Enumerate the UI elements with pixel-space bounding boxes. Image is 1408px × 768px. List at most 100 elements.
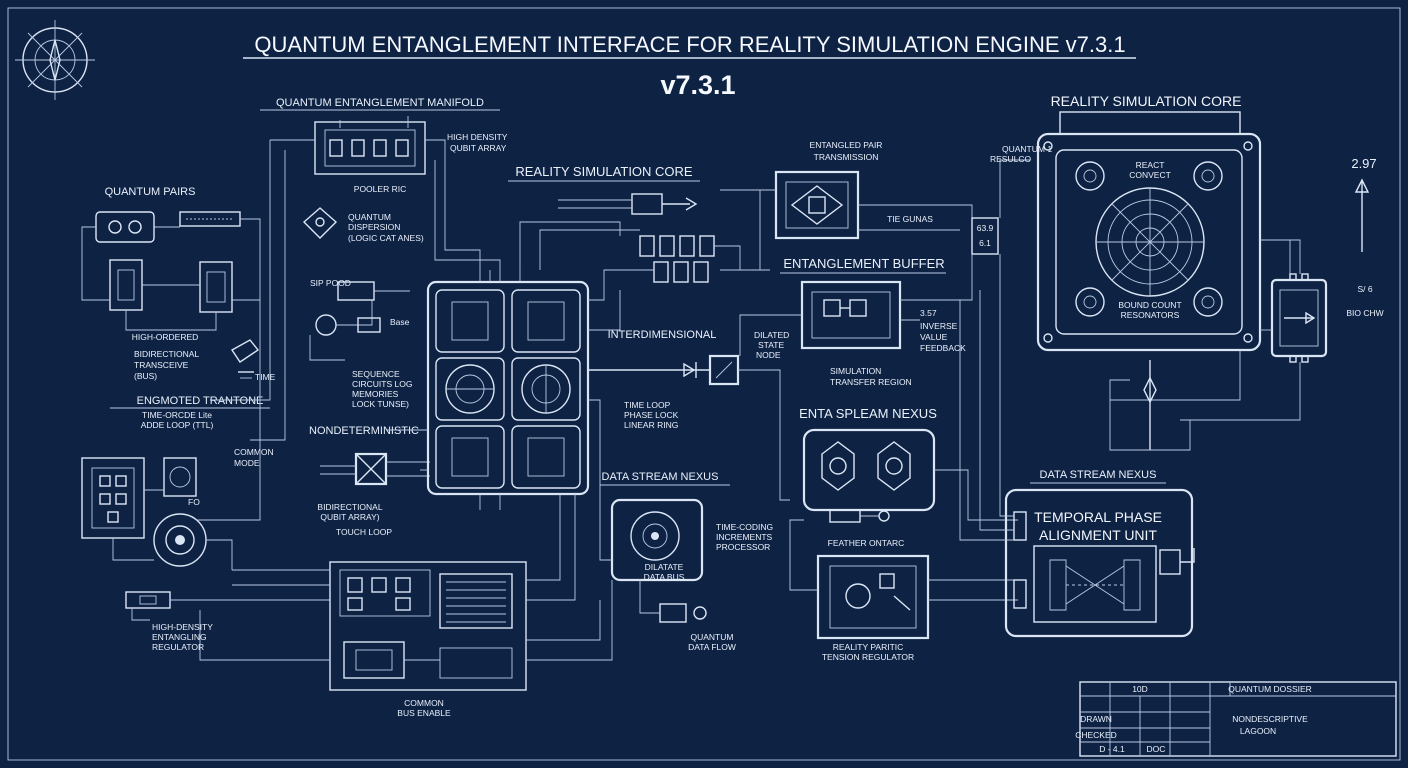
high-density-label-2: QUBIT ARRAY <box>450 143 507 153</box>
version-label: v7.3.1 <box>660 70 735 100</box>
compass-logo-icon <box>15 20 95 100</box>
entangled-pair-label-1: ENTANGLED PAIR <box>810 140 883 150</box>
temporal-label-2: ALIGNMENT UNIT <box>1039 527 1157 543</box>
data-stream-mid-block <box>588 399 707 623</box>
dilation-bus-label-1: DILATATE <box>645 562 684 572</box>
tb-cell-small: DOC <box>1147 744 1166 754</box>
data-stream-right-label: DATA STREAM NEXUS <box>1040 469 1157 481</box>
drawing-border <box>7 7 1401 761</box>
manifold-block <box>314 116 426 175</box>
core-inner-top-2: CONVECT <box>1129 170 1171 180</box>
eq-value-1: 63.9 <box>977 223 994 233</box>
time-loop-phase-label-3: LINEAR RING <box>624 420 678 430</box>
wire-bundle <box>196 139 790 661</box>
data-stream-mid-label: DATA STREAM NEXUS <box>602 471 719 483</box>
fo-tag-label: FO <box>188 497 200 507</box>
time-coding-label-1: TIME-CODING <box>716 522 773 532</box>
sequence-label-1: SEQUENCE <box>352 369 400 379</box>
nondeterministic-label: NONDETERMINISTIC <box>309 425 419 437</box>
common-bus-label-2: BUS ENABLE <box>397 708 451 718</box>
dilation-bus-label-2: DATA BUS <box>644 572 685 582</box>
bidirectional-bus-label-2: QUBIT ARRAY) <box>320 512 379 522</box>
tb-right-1: NONDESCRIPTIVE <box>1232 714 1308 724</box>
ground-icon <box>230 339 260 379</box>
dispersion-icon <box>302 207 338 239</box>
dilated-label-3: NODE <box>756 350 781 360</box>
ent-buffer-block <box>739 254 973 356</box>
base-tag-label: Base <box>390 317 410 327</box>
feedback-label-2: INVERSE <box>920 321 958 331</box>
bidirectional-label-3: (BUS) <box>134 371 157 381</box>
time-loop-label-2: ADDE LOOP (TTL) <box>141 420 214 430</box>
manifold-label: QUANTUM ENTANGLEMENT MANIFOLD <box>276 97 484 109</box>
time-coding-label-3: PROCESSOR <box>716 542 770 552</box>
nexus-label: ENTA SPLEAM NEXUS <box>799 406 937 421</box>
tie-gunas-label: TIE GUNAS <box>887 214 933 224</box>
regulator-label-2: ENTANGLING <box>152 632 207 642</box>
high-density-label-1: HIGH DENSITY <box>447 132 508 142</box>
entangled-pair-block <box>720 170 973 240</box>
nondeterministic-block <box>320 452 430 486</box>
time-loop-phase-label-1: TIME LOOP <box>624 400 671 410</box>
sequence-label-4: LOCK TUNSE) <box>352 399 409 409</box>
dilated-label-2: STATE <box>758 340 784 350</box>
feather-block <box>789 519 1018 640</box>
entangled-pair-label-2: TRANSMISSION <box>814 152 879 162</box>
core-mid-connectors <box>519 193 770 283</box>
regulator-block <box>125 591 330 621</box>
feedback-label-4: FEEDBACK <box>920 343 966 353</box>
feather-label: FEATHER ONTARC <box>828 538 905 548</box>
tb-top-left: 10D <box>1132 684 1148 694</box>
title-block <box>1079 681 1397 757</box>
arrow-up-icon <box>1354 178 1370 252</box>
feedback-label-1: 3.57 <box>920 308 937 318</box>
high-ordered-label: HIGH-ORDERED <box>132 332 199 342</box>
quantum-pairs-label: QUANTUM PAIRS <box>105 186 196 198</box>
common-mode-label-2: MODE <box>234 458 260 468</box>
common-bus-label-1: COMMON <box>404 698 444 708</box>
dilated-label-1: DILATED <box>754 330 789 340</box>
core-inner-bottom-1: BOUND COUNT <box>1118 300 1181 310</box>
reality-parity-label-2: TENSION REGULATOR <box>822 652 914 662</box>
regulator-label-3: REGULATOR <box>152 642 204 652</box>
sequence-label-3: MEMORIES <box>352 389 399 399</box>
bidirectional-label-1: BIDIRECTIONAL <box>134 349 199 359</box>
bidirectional-bus-label-1: BIDIRECTIONAL <box>317 502 382 512</box>
quantum-flow-label-1: QUANTUM <box>691 632 734 642</box>
touch-loop-label: TOUCH LOOP <box>336 527 392 537</box>
time-loop-label-1: TIME-ORCDE Lite <box>142 410 212 420</box>
value-side-1: S/ 6 <box>1357 284 1372 294</box>
central-processor-grid <box>426 262 590 510</box>
time-coding-label-2: INCREMENTS <box>716 532 773 542</box>
regulator-label-1: HIGH-DENSITY <box>152 622 213 632</box>
pool-tag-label: SIP POOD <box>310 278 351 288</box>
tb-row-3: D - 4.1 <box>1099 744 1125 754</box>
tb-row-2: CHECKED <box>1075 730 1117 740</box>
time-tag-label: TIME <box>255 372 276 382</box>
quantum-flow-label-2: DATA FLOW <box>688 642 736 652</box>
dispersion-label-1: QUANTUM <box>348 212 391 222</box>
value-top-label: 2.97 <box>1351 156 1376 171</box>
tb-row-1: DRAWN <box>1080 714 1112 724</box>
phase-locking-label: ENGMOTED TRANTONE <box>137 395 264 407</box>
sequence-block <box>309 281 410 361</box>
core-right-label: REALITY SIMULATION CORE <box>1051 93 1242 109</box>
eq-value-2: 6.1 <box>979 238 991 248</box>
core-inner-top-1: REACT <box>1136 160 1165 170</box>
value-side-2: BIO CHW <box>1346 308 1383 318</box>
dispersion-label-3: (LOGIC CAT ANES) <box>348 233 424 243</box>
interdimensional-label: INTERDIMENSIONAL <box>608 329 717 341</box>
bus-block <box>329 561 527 691</box>
ent-buffer-label: ENTANGLEMENT BUFFER <box>783 256 944 271</box>
temporal-block <box>959 239 1301 638</box>
core-mid-label: REALITY SIMULATION CORE <box>515 164 693 179</box>
tb-top-right: QUANTUM DOSSIER <box>1228 684 1312 694</box>
feedback-label-3: VALUE <box>920 332 948 342</box>
nexus-block <box>802 428 1018 523</box>
eq-block <box>971 217 999 255</box>
core-inner-bottom-2: RESONATORS <box>1121 310 1180 320</box>
sim-transfer-label-2: TRANSFER REGION <box>830 377 912 387</box>
sequence-label-2: CIRCUITS LOG <box>352 379 412 389</box>
reality-parity-label-1: REALITY PARITIC <box>833 642 904 652</box>
